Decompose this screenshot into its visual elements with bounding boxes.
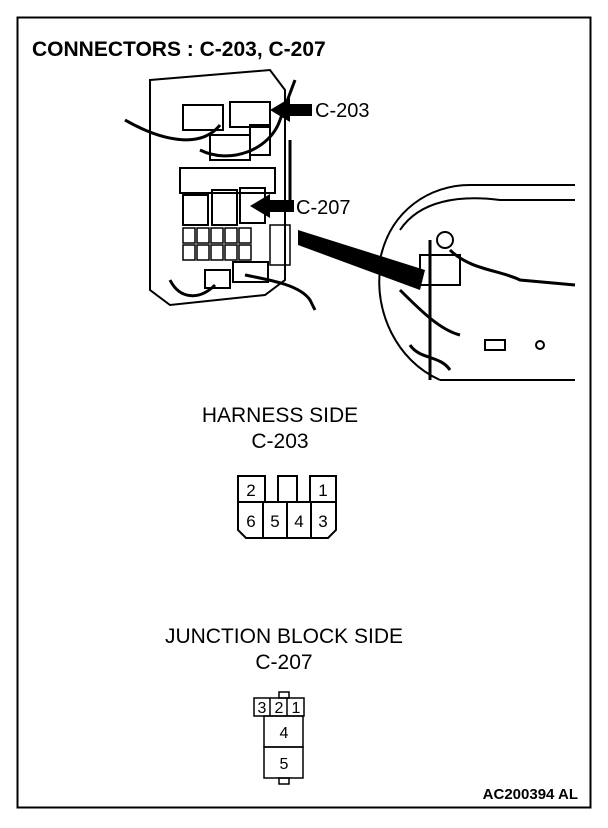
connector-c203 bbox=[237, 475, 337, 539]
c207-pin-5: 5 bbox=[280, 756, 289, 773]
arrow-c207-icon bbox=[250, 194, 294, 218]
harness-side-heading: HARNESS SIDE bbox=[202, 404, 358, 427]
c207-pin-2: 2 bbox=[275, 700, 284, 717]
arrow-c203-icon bbox=[270, 98, 312, 122]
c203-pin-1: 1 bbox=[318, 481, 327, 500]
c207-pin-3: 3 bbox=[258, 700, 267, 717]
callout-c203: C-203 bbox=[315, 100, 369, 122]
c203-pin-3: 3 bbox=[318, 512, 327, 531]
junction-block-side-connector-id: C-207 bbox=[255, 651, 312, 674]
harness-side-connector-id: C-203 bbox=[251, 430, 308, 453]
figure-frame bbox=[16, 16, 592, 809]
dashboard-illustration bbox=[378, 184, 576, 381]
location-pointer bbox=[298, 230, 425, 290]
c203-pin-6: 6 bbox=[246, 512, 255, 531]
c207-pin-4: 4 bbox=[280, 725, 289, 742]
c203-pin-2: 2 bbox=[246, 481, 255, 500]
junction-block-illustration bbox=[124, 68, 317, 311]
junction-block-side-heading: JUNCTION BLOCK SIDE bbox=[165, 625, 403, 648]
callout-c207: C-207 bbox=[296, 197, 350, 219]
connector-c207 bbox=[253, 691, 305, 785]
diagram-title: CONNECTORS : C-203, C-207 bbox=[32, 38, 326, 61]
figure-id: AC200394 AL bbox=[483, 786, 578, 803]
c203-pin-5: 5 bbox=[270, 512, 279, 531]
c203-pin-4: 4 bbox=[294, 512, 303, 531]
c207-pin-1: 1 bbox=[292, 700, 301, 717]
